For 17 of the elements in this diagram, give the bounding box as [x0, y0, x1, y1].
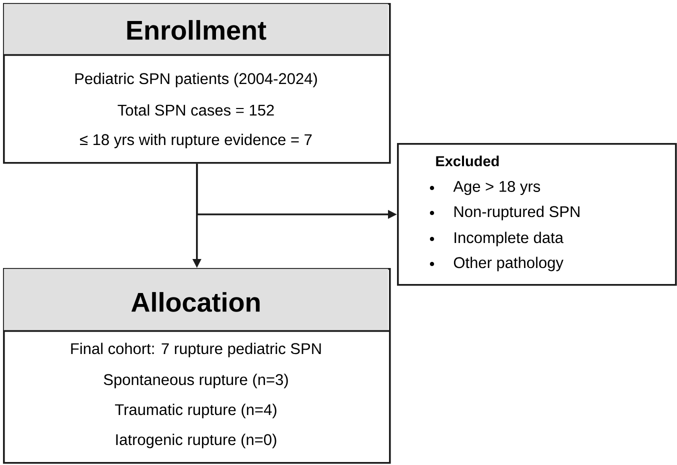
heading-band: Enrollment [3, 4, 389, 56]
body-text: Iatrogenic rupture (n=0) [116, 434, 276, 448]
list-item: Age > 18 yrs [453, 180, 540, 195]
body-text: Spontaneous rupture (n=3) [104, 374, 288, 388]
list-item: Non-ruptured SPN [454, 206, 580, 220]
body-text: Final cohort: 7 rupture pediatric SPN [71, 342, 321, 358]
list-item: Incomplete data [454, 232, 564, 246]
process-box [3, 268, 391, 464]
body-text: ≤ 18 yrs with rupture evidence = 7 [80, 134, 312, 148]
list-box [397, 142, 677, 286]
process-box [3, 3, 391, 164]
body-text: Traumatic rupture (n=4) [115, 404, 276, 418]
body-text: Total SPN cases = 152 [118, 104, 274, 116]
list-item: Other pathology [454, 256, 564, 272]
heading-band: Allocation [3, 268, 389, 332]
heading: Excluded [436, 156, 499, 166]
body-text: Pediatric SPN patients (2004-2024) [75, 72, 317, 88]
